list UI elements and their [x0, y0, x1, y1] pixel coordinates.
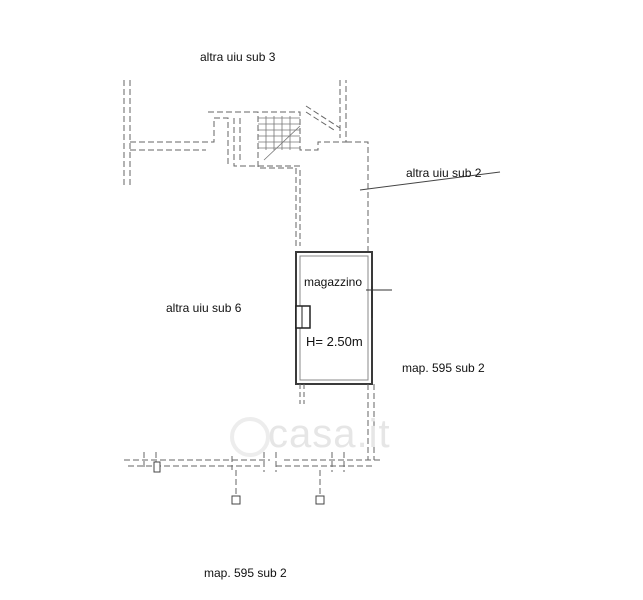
watermark: casa.it [268, 412, 391, 456]
label-map-right: map. 595 sub 2 [402, 361, 485, 375]
wall-posts [153, 461, 325, 505]
upper-outline [123, 80, 369, 252]
room-name: magazzino [304, 275, 363, 289]
label-sub2: altra uiu sub 2 [406, 166, 482, 180]
label-map-bottom: map. 595 sub 2 [204, 566, 287, 580]
stairs [258, 116, 301, 161]
leader-line-sub2 [359, 171, 501, 191]
label-sub3: altra uiu sub 3 [200, 50, 276, 64]
room-magazzino [295, 251, 392, 404]
watermark-logo [230, 417, 270, 457]
label-sub6: altra uiu sub 6 [166, 301, 242, 315]
lower-outline [124, 384, 380, 500]
room-height: H= 2.50m [306, 334, 363, 349]
